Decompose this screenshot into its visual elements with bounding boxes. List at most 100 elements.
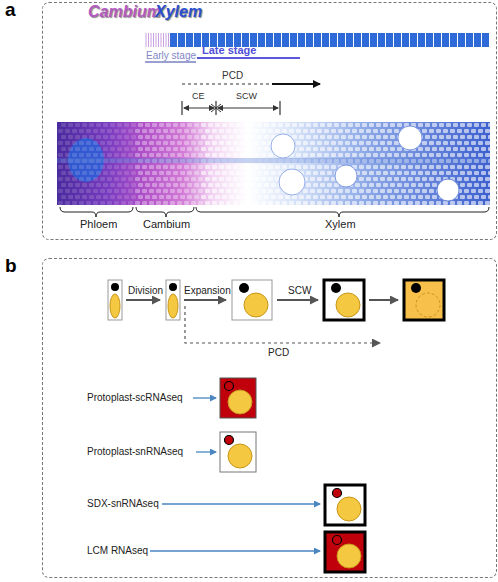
cell-lumen bbox=[75, 147, 80, 151]
cell-lumen bbox=[233, 189, 238, 193]
vessel bbox=[335, 165, 357, 187]
cell-lumen bbox=[229, 183, 234, 187]
cell-lumen bbox=[100, 153, 105, 157]
cell-lumen bbox=[362, 183, 367, 187]
cell-lumen bbox=[436, 129, 441, 133]
xylem-block bbox=[290, 33, 297, 47]
cell-lumen bbox=[75, 135, 80, 139]
cell-lumen bbox=[180, 135, 185, 139]
cell-lumen bbox=[324, 177, 329, 181]
stripe bbox=[158, 33, 159, 47]
cell-lumen bbox=[247, 129, 252, 133]
cell-lumen bbox=[82, 183, 87, 187]
cell-lumen bbox=[341, 195, 346, 199]
cell-lumen bbox=[68, 147, 73, 151]
cell-lumen bbox=[436, 177, 441, 181]
cell-lumen bbox=[79, 177, 84, 181]
cell-lumen bbox=[166, 183, 171, 187]
cell-lumen bbox=[306, 171, 311, 175]
xylem-brace bbox=[196, 207, 489, 217]
cell-lumen bbox=[226, 177, 231, 181]
cell-lumen bbox=[86, 141, 91, 145]
cell-lumen bbox=[261, 177, 266, 181]
sample-arrow bbox=[150, 550, 320, 551]
cell-lumen bbox=[114, 177, 119, 181]
stripe bbox=[168, 33, 169, 47]
panel-letter: b bbox=[5, 255, 17, 277]
cell-lumen bbox=[233, 201, 238, 205]
cell-lumen bbox=[362, 147, 367, 151]
cell-lumen bbox=[268, 201, 273, 205]
cell-lumen bbox=[180, 147, 185, 151]
cell-lumen bbox=[191, 189, 196, 193]
vacuole bbox=[228, 390, 252, 414]
cell-lumen bbox=[226, 165, 231, 169]
tissue-label: Phloem bbox=[80, 218, 117, 230]
cell-lumen bbox=[135, 141, 140, 145]
cell-lumen bbox=[243, 195, 248, 199]
early-stage-line bbox=[145, 61, 196, 63]
cell-lumen bbox=[208, 171, 213, 175]
cell-lumen bbox=[201, 183, 206, 187]
cell-lumen bbox=[317, 165, 322, 169]
cell-lumen bbox=[240, 177, 245, 181]
cell-lumen bbox=[128, 177, 133, 181]
xylem-block bbox=[418, 33, 425, 47]
cell-lumen bbox=[387, 129, 392, 133]
cell-lumen bbox=[383, 147, 388, 151]
cell-lumen bbox=[397, 123, 402, 127]
cell-lumen bbox=[485, 141, 490, 145]
cell-lumen bbox=[450, 201, 455, 205]
pcd-dashed-line bbox=[182, 83, 272, 84]
cell-lumen bbox=[376, 195, 381, 199]
xylem-block bbox=[346, 33, 353, 47]
cambium-stripes bbox=[146, 33, 169, 47]
cell-lumen bbox=[380, 201, 385, 205]
cell-lumen bbox=[254, 189, 259, 193]
cell-lumen bbox=[65, 141, 70, 145]
cell-lumen bbox=[464, 165, 469, 169]
cell-lumen bbox=[149, 201, 154, 205]
stripe bbox=[151, 33, 152, 47]
cell-lumen bbox=[289, 201, 294, 205]
cell-lumen bbox=[306, 195, 311, 199]
cell-lumen bbox=[436, 141, 441, 145]
cell-lumen bbox=[131, 147, 136, 151]
cell-lumen bbox=[481, 183, 486, 187]
cell-lumen bbox=[334, 135, 339, 139]
broken-vacuole bbox=[416, 293, 440, 317]
cell-lumen bbox=[331, 201, 336, 205]
cell-lumen bbox=[408, 177, 413, 181]
cell-lumen bbox=[212, 177, 217, 181]
cell-lumen bbox=[124, 171, 129, 175]
cell-lumen bbox=[79, 189, 84, 193]
cell-lumen bbox=[488, 195, 490, 199]
cell-lumen bbox=[446, 123, 451, 127]
stage-arrow bbox=[369, 299, 398, 301]
xylem-block bbox=[450, 33, 457, 47]
cell-lumen bbox=[142, 153, 147, 157]
cell-lumen bbox=[100, 177, 105, 181]
cell-lumen bbox=[58, 177, 63, 181]
cell-lumen bbox=[429, 165, 434, 169]
cell-lumen bbox=[163, 201, 168, 205]
cell-lumen bbox=[380, 165, 385, 169]
cell-lumen bbox=[313, 123, 318, 127]
cell-lumen bbox=[142, 141, 147, 145]
cell-lumen bbox=[103, 123, 108, 127]
xylem-block bbox=[378, 33, 385, 47]
cell-lumen bbox=[114, 165, 119, 169]
cell-lumen bbox=[320, 147, 325, 151]
xylem-block bbox=[362, 33, 369, 47]
xylem-block bbox=[274, 33, 281, 47]
cell-lumen bbox=[292, 195, 297, 199]
xylem-block bbox=[442, 33, 449, 47]
cell-lumen bbox=[443, 165, 448, 169]
cell-lumen bbox=[170, 165, 175, 169]
cell-lumen bbox=[177, 153, 182, 157]
cell-lumen bbox=[474, 195, 479, 199]
cell-lumen bbox=[264, 147, 269, 151]
cell-lumen bbox=[369, 183, 374, 187]
cell-lumen bbox=[418, 147, 423, 151]
cell-lumen bbox=[159, 135, 164, 139]
